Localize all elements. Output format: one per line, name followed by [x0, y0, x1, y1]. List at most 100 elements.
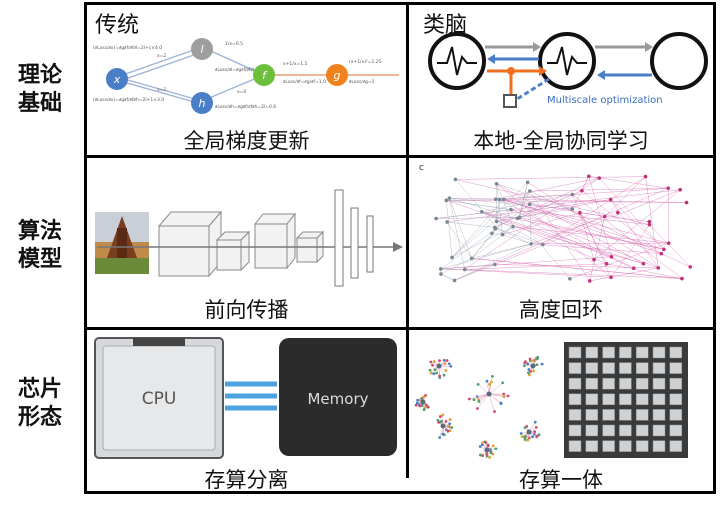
cluster-node	[438, 374, 442, 378]
cluster-node	[424, 403, 428, 407]
graph-edge	[440, 258, 472, 275]
graph-edge	[502, 212, 580, 235]
graph-edge	[440, 204, 530, 270]
svg-text:x=2: x=2	[157, 53, 166, 59]
graph-node	[509, 207, 513, 212]
graph-edge	[449, 197, 518, 219]
graph-node	[666, 186, 670, 191]
graph-edge	[610, 199, 659, 269]
panel-brain-inspired: 类脑 Multiscale optimization 本地-全局协同学习	[409, 5, 713, 155]
graph-edge	[471, 226, 514, 259]
feedforward-cnn-diagram	[95, 189, 403, 287]
cluster-node	[526, 371, 530, 375]
graph-edge	[496, 183, 573, 210]
graph-edge	[496, 221, 644, 264]
svg-text:∂Loss/∂h=∂g∂f/∂f∂h=2l=0.6: ∂Loss/∂h=∂g∂f/∂f∂h=2l=0.6	[215, 104, 276, 110]
graph-node	[453, 177, 458, 182]
graph-edge	[454, 243, 532, 281]
chip-core	[619, 346, 632, 359]
cluster-node	[484, 441, 488, 445]
graph-edge	[447, 199, 611, 223]
chip-core	[669, 377, 683, 390]
graph-edge	[481, 211, 664, 250]
graph-node	[494, 197, 498, 201]
cluster-node	[534, 425, 538, 429]
cluster-hub	[530, 363, 536, 369]
graph-node	[452, 278, 457, 283]
graph-edge	[542, 176, 646, 245]
graph-edge	[455, 176, 646, 180]
chip-core	[602, 409, 615, 421]
cluster-node	[481, 454, 485, 458]
graph-edge	[451, 190, 530, 258]
multiscale-annotation: Multiscale optimization	[547, 95, 663, 106]
graph-node	[462, 267, 467, 272]
cluster-node	[485, 379, 489, 383]
node-f-label: f	[262, 69, 268, 82]
graph-node	[493, 262, 497, 267]
cluster-node	[426, 405, 430, 409]
graph-edge	[440, 256, 612, 270]
node-g	[326, 64, 348, 86]
graph-node	[511, 224, 515, 229]
graph-node	[450, 255, 454, 260]
chip-core	[635, 377, 649, 390]
graph-node	[641, 261, 646, 266]
node-l-label: l	[200, 43, 203, 56]
node-x-label: x	[113, 73, 121, 86]
chip-core	[602, 362, 615, 374]
cluster-node	[499, 401, 503, 405]
graph-edge	[464, 177, 600, 270]
graph-edge	[451, 226, 514, 258]
graph-node	[438, 267, 443, 271]
graph-edge	[519, 182, 528, 218]
cluster-node	[532, 369, 536, 373]
graph-edge	[581, 190, 662, 254]
grid-divider-1	[84, 155, 716, 158]
chip-core	[652, 440, 666, 452]
row-label-chip: 芯片 形态	[17, 377, 62, 430]
graph-edge	[446, 200, 612, 258]
graph-node	[659, 251, 664, 256]
svg-text:∂Loss/∂l=∂g∂f/∂f∂l=2l=0.6: ∂Loss/∂l=∂g∂f/∂f∂l=2l=0.6	[215, 67, 273, 73]
cluster-node	[531, 435, 534, 439]
chip-core	[568, 440, 582, 452]
cluster-node	[418, 404, 422, 408]
node-f	[253, 64, 275, 86]
cluster-node	[478, 453, 482, 457]
graph-edge	[517, 190, 531, 219]
graph-edge	[471, 243, 532, 259]
cluster-node	[444, 419, 448, 423]
graph-edge	[494, 227, 532, 245]
graph-node	[525, 180, 530, 185]
cluster-node	[442, 373, 446, 377]
graph-node	[490, 231, 494, 236]
graph-edge	[610, 224, 650, 278]
graph-edge	[495, 194, 573, 200]
graph-edge	[589, 267, 659, 282]
plasticity-box	[503, 94, 517, 108]
graph-edge	[511, 209, 650, 225]
cluster-node	[535, 363, 539, 367]
cluster-node	[528, 357, 532, 361]
cluster-node	[527, 436, 531, 440]
graph-node	[609, 275, 613, 280]
graph-edge	[645, 176, 659, 268]
graph-edge	[649, 224, 691, 268]
chip-core	[635, 393, 649, 406]
chip-core	[652, 424, 666, 437]
graph-node	[684, 200, 689, 205]
cluster-node	[533, 420, 537, 424]
cluster-node	[438, 359, 441, 363]
graph-node	[578, 211, 582, 215]
graph-node	[592, 257, 596, 262]
panel-caption: 存算一体	[519, 468, 603, 491]
chip-core	[568, 409, 582, 421]
graph-edge	[494, 264, 659, 269]
cluster-node	[420, 404, 424, 408]
chip-core	[669, 440, 683, 452]
graph-edge	[499, 187, 669, 200]
svg-text:(∂Loss/∂x)=∂g∂f/∂f∂l=2l+c×4.0: (∂Loss/∂x)=∂g∂f/∂f∂l=2l+c×4.0	[93, 45, 162, 51]
chip-core	[585, 409, 599, 421]
graph-edge	[455, 179, 503, 235]
